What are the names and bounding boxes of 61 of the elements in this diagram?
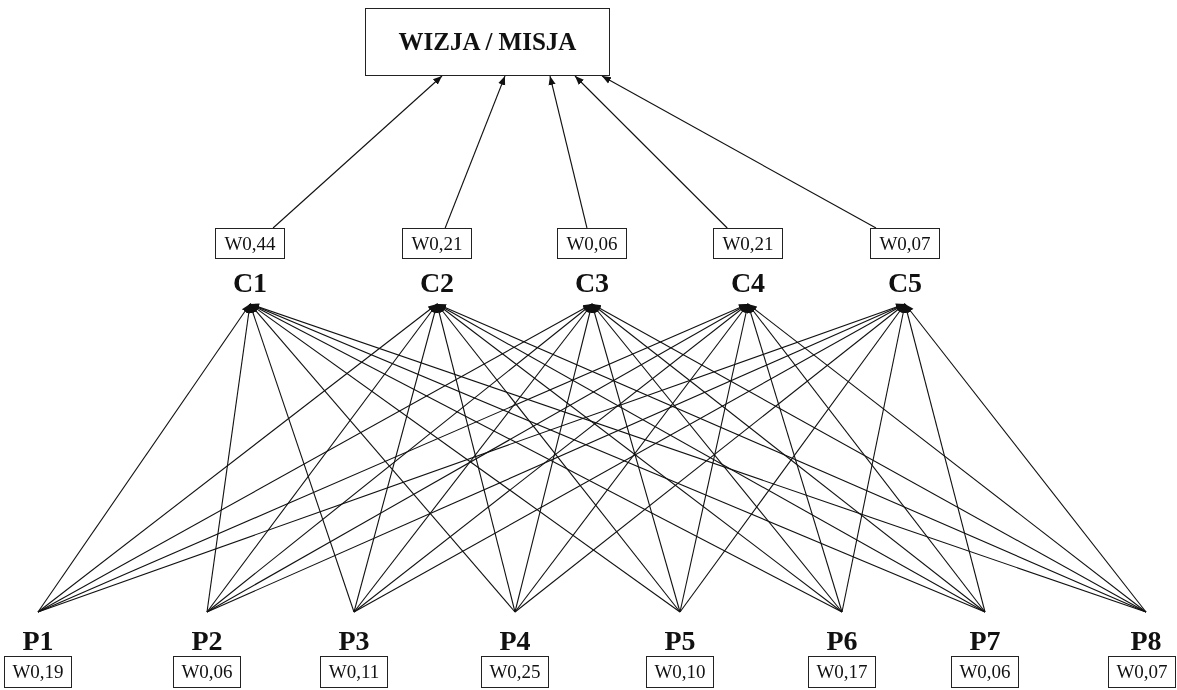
arrow: [601, 75, 877, 229]
arrow: [353, 303, 906, 613]
weight-box: W0,19: [4, 656, 72, 688]
arrow: [548, 75, 588, 229]
arrow: [747, 303, 1147, 613]
arrow: [514, 303, 749, 613]
arrow: [206, 303, 253, 613]
arrow: [37, 303, 438, 613]
weight-box: W0,44: [215, 228, 285, 259]
weight-box: W0,07: [870, 228, 940, 259]
arrow: [591, 303, 843, 613]
project-label: P4: [490, 612, 540, 656]
criterion-label: C4: [723, 268, 773, 304]
arrow: [272, 75, 443, 229]
project-label: P6: [817, 612, 867, 656]
arrow: [353, 303, 593, 613]
project-label: P3: [329, 612, 379, 656]
project-label: P5: [655, 612, 705, 656]
project-label: P1: [13, 612, 63, 656]
arrow: [841, 303, 907, 613]
weight-box: W0,06: [557, 228, 627, 259]
arrow: [206, 303, 749, 613]
arrow: [591, 303, 681, 613]
arrow: [679, 303, 750, 613]
arrow: [436, 303, 681, 613]
weight-box: W0,06: [173, 656, 241, 688]
arrow: [904, 303, 1147, 613]
arrow: [249, 303, 355, 613]
weight-box: W0,11: [320, 656, 388, 688]
weight-box: W0,21: [713, 228, 783, 259]
criterion-label: C3: [567, 268, 617, 304]
arrow: [514, 303, 594, 613]
arrow: [679, 303, 906, 613]
arrow: [353, 303, 749, 613]
arrow: [435, 303, 516, 613]
arrow: [903, 303, 986, 613]
arrow: [444, 75, 506, 229]
arrow: [514, 303, 906, 613]
weight-box: W0,17: [808, 656, 876, 688]
arrow: [591, 303, 986, 613]
arrow: [747, 303, 986, 613]
arrow: [206, 303, 593, 613]
arrow: [747, 303, 843, 613]
vision-mission-box: WIZJA / MISJA: [365, 8, 610, 76]
weight-box: W0,25: [481, 656, 549, 688]
criterion-label: C5: [880, 268, 930, 304]
arrow: [436, 303, 1147, 613]
weight-box: W0,07: [1108, 656, 1176, 688]
arrow: [353, 303, 439, 613]
project-label: P2: [182, 612, 232, 656]
project-label: P7: [960, 612, 1010, 656]
criterion-label: C1: [225, 268, 275, 304]
criterion-label: C2: [412, 268, 462, 304]
arrow: [206, 303, 438, 613]
weight-box: W0,10: [646, 656, 714, 688]
weight-box: W0,06: [951, 656, 1019, 688]
project-label: P8: [1121, 612, 1171, 656]
weight-box: W0,21: [402, 228, 472, 259]
arrow: [436, 303, 843, 613]
arrow: [574, 75, 728, 229]
arrow: [37, 303, 251, 613]
